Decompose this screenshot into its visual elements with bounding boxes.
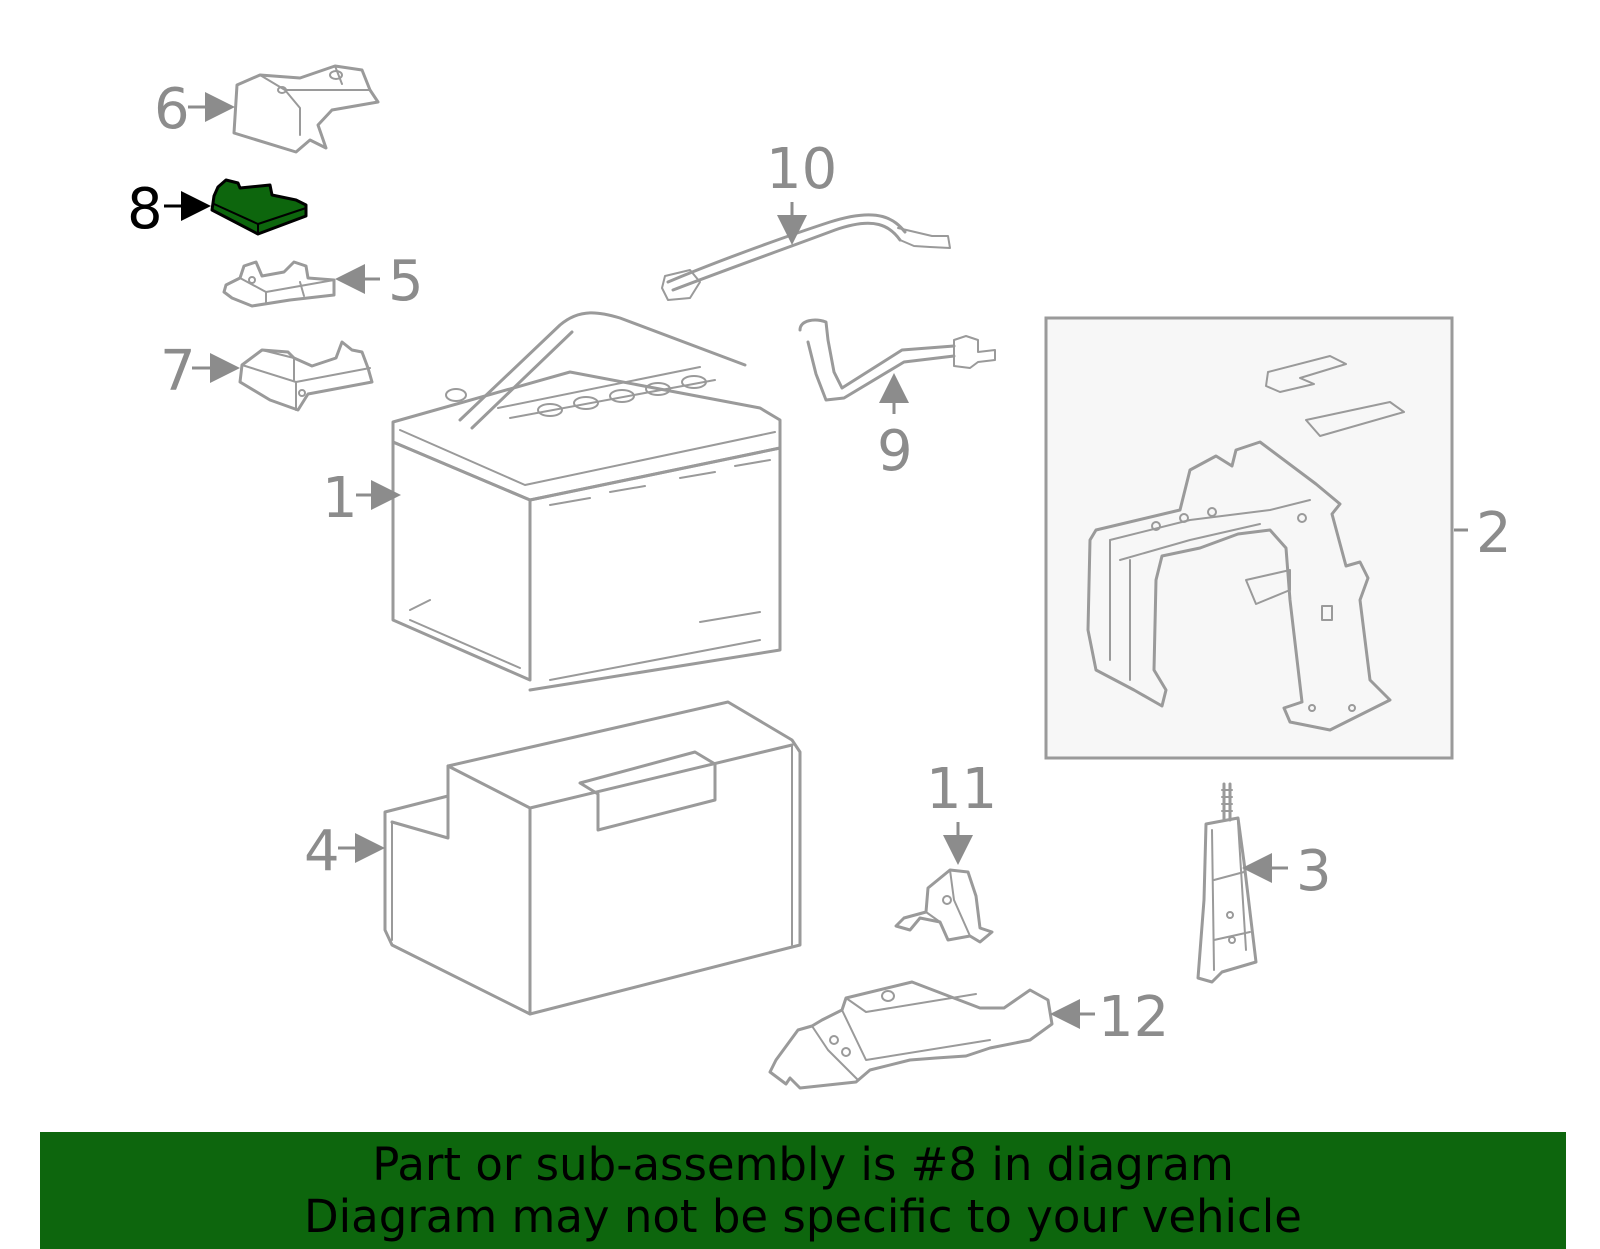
- info-banner: Part or sub-assembly is #8 in diagram Di…: [40, 1132, 1566, 1249]
- callout-9: 9: [877, 419, 913, 484]
- part-7-holder: [238, 340, 374, 412]
- part-3-rod: [1196, 782, 1258, 984]
- callout-8: 8: [127, 177, 163, 242]
- banner-line-1: Part or sub-assembly is #8 in diagram: [372, 1137, 1234, 1191]
- callout-1: 1: [322, 466, 358, 531]
- callout-10: 10: [766, 137, 837, 202]
- part-9-cable: [798, 318, 996, 402]
- part-1-battery: [391, 311, 782, 692]
- part-11-bracket: [894, 868, 994, 944]
- callout-7: 7: [160, 339, 196, 404]
- callout-11: 11: [926, 757, 997, 822]
- part-2-hold-down-box: [1044, 316, 1454, 760]
- callout-2: 2: [1476, 501, 1512, 566]
- part-6-cover: [232, 64, 380, 154]
- part-10-cable: [661, 213, 951, 301]
- part-12-tray-bracket: [768, 980, 1054, 1090]
- callout-12: 12: [1098, 985, 1169, 1050]
- part-8-highlighted: [210, 178, 308, 236]
- part-5-bracket: [222, 260, 336, 308]
- callout-5: 5: [388, 249, 424, 314]
- callout-4: 4: [304, 819, 340, 884]
- callout-6: 6: [154, 77, 190, 142]
- callout-3: 3: [1296, 839, 1332, 904]
- banner-line-2: Diagram may not be specific to your vehi…: [304, 1189, 1302, 1243]
- part-4-insulator: [383, 700, 802, 1016]
